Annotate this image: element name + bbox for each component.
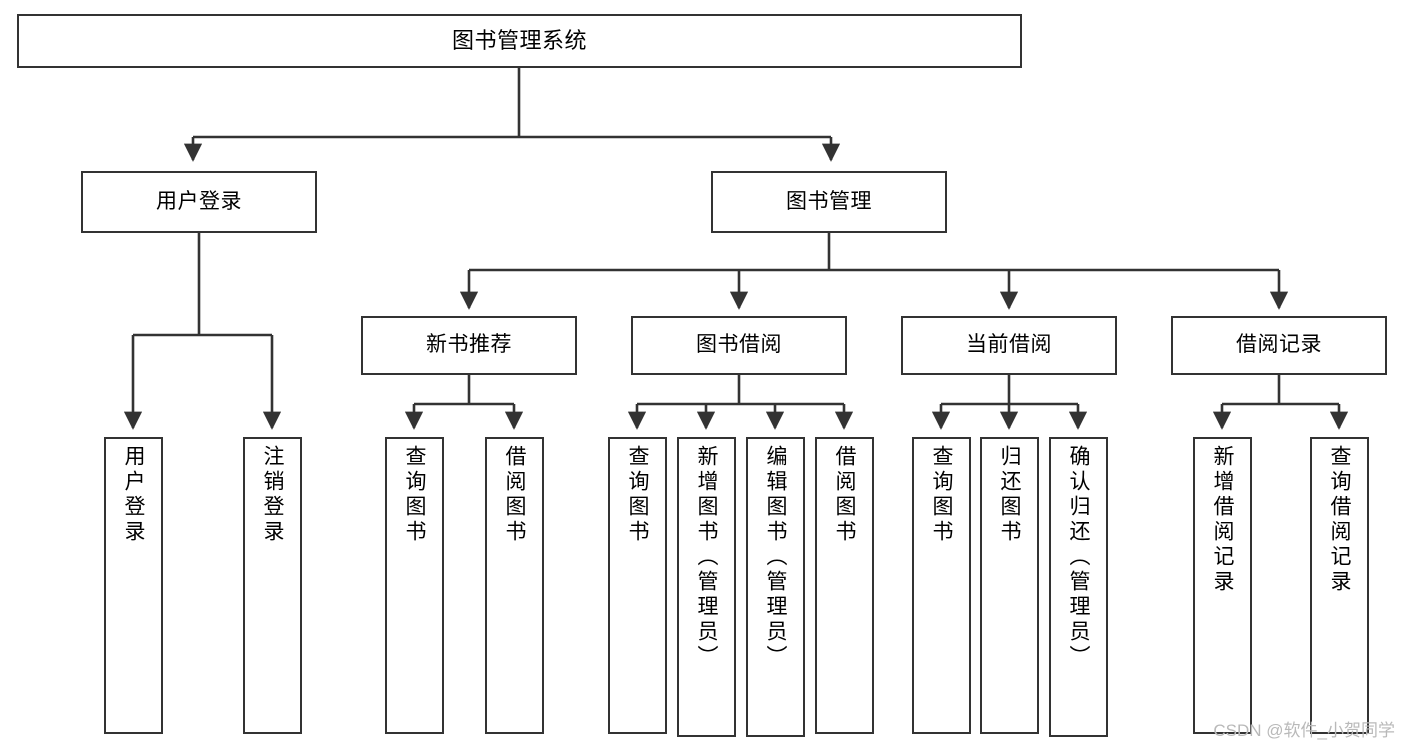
leaf-user-login[interactable]: 用户登录 [104, 437, 163, 734]
leaf-return-book-label: 归还图书 [998, 445, 1021, 545]
node-current-borrow-label: 当前借阅 [966, 333, 1052, 357]
leaf-confirm-return-admin[interactable]: 确认归还（管理员） [1049, 437, 1108, 737]
node-book-borrow[interactable]: 图书借阅 [631, 316, 847, 375]
node-user-login[interactable]: 用户登录 [81, 171, 317, 233]
leaf-query-book-recommend-label: 查询图书 [403, 445, 426, 545]
leaf-query-book-borrow-label: 查询图书 [626, 445, 649, 545]
node-borrow-record[interactable]: 借阅记录 [1171, 316, 1387, 375]
leaf-borrow-book[interactable]: 借阅图书 [815, 437, 874, 734]
leaf-return-book[interactable]: 归还图书 [980, 437, 1039, 734]
leaf-query-borrow-record-label: 查询借阅记录 [1328, 445, 1351, 595]
leaf-add-book-admin[interactable]: 新增图书（管理员） [677, 437, 736, 737]
node-new-book-recommend-label: 新书推荐 [426, 333, 512, 357]
leaf-add-book-admin-label: 新增图书（管理员） [695, 445, 718, 670]
leaf-query-book-recommend[interactable]: 查询图书 [385, 437, 444, 734]
leaf-query-book-current-label: 查询图书 [930, 445, 953, 545]
node-user-login-label: 用户登录 [156, 189, 242, 213]
node-borrow-record-label: 借阅记录 [1236, 333, 1322, 357]
node-root[interactable]: 图书管理系统 [17, 14, 1022, 68]
leaf-query-book-current[interactable]: 查询图书 [912, 437, 971, 734]
csdn-watermark: CSDN @软件_小贺同学 [1213, 721, 1395, 740]
node-root-label: 图书管理系统 [451, 28, 587, 54]
leaf-add-borrow-record[interactable]: 新增借阅记录 [1193, 437, 1252, 734]
leaf-confirm-return-admin-label: 确认归还（管理员） [1067, 445, 1090, 670]
leaf-logout[interactable]: 注销登录 [243, 437, 302, 734]
node-book-borrow-label: 图书借阅 [696, 333, 782, 357]
leaf-edit-book-admin-label: 编辑图书（管理员） [764, 445, 787, 670]
leaf-user-login-label: 用户登录 [122, 445, 145, 545]
leaf-borrow-book-label: 借阅图书 [833, 445, 856, 545]
node-book-management[interactable]: 图书管理 [711, 171, 947, 233]
leaf-edit-book-admin[interactable]: 编辑图书（管理员） [746, 437, 805, 737]
leaf-borrow-book-recommend[interactable]: 借阅图书 [485, 437, 544, 734]
leaf-borrow-book-recommend-label: 借阅图书 [503, 445, 526, 545]
leaf-query-borrow-record[interactable]: 查询借阅记录 [1310, 437, 1369, 734]
node-book-management-label: 图书管理 [786, 189, 872, 213]
leaf-add-borrow-record-label: 新增借阅记录 [1211, 445, 1234, 595]
leaf-logout-label: 注销登录 [261, 445, 284, 545]
leaf-query-book-borrow[interactable]: 查询图书 [608, 437, 667, 734]
node-current-borrow[interactable]: 当前借阅 [901, 316, 1117, 375]
node-new-book-recommend[interactable]: 新书推荐 [361, 316, 577, 375]
